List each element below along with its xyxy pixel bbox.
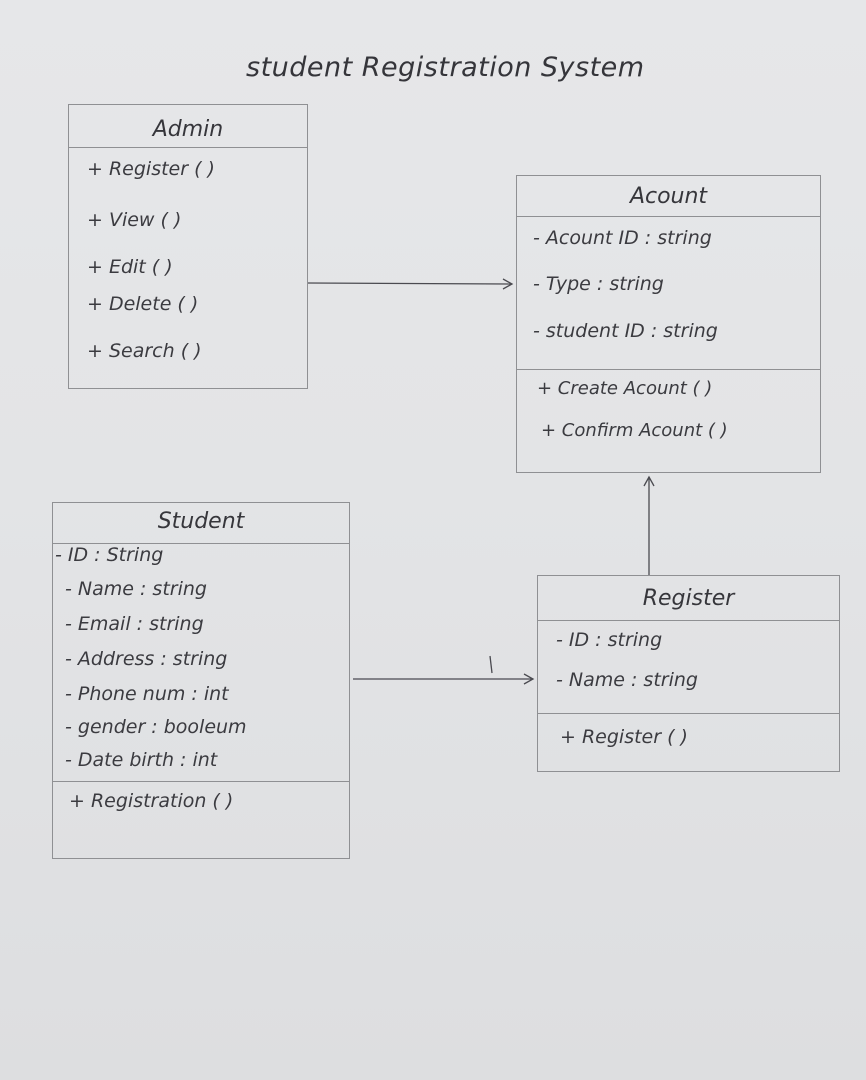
register-attribute: - Name : string [556,669,698,691]
register-attribute: - ID : string [556,629,663,651]
admin-to-account-line [307,282,513,285]
register-methods-section: + Register ( ) [538,713,839,771]
student-attributes-section: - ID : String - Name : string - Email : … [53,543,349,781]
admin-to-account-arrowhead [502,278,514,290]
register-attributes-section: - ID : string - Name : string [538,620,839,713]
admin-class-box: Admin + Register ( ) + View ( ) + Edit (… [68,104,308,389]
student-attribute: - ID : String [55,544,164,566]
student-to-register-arrowhead [523,673,535,685]
student-attribute: - Date birth : int [65,749,218,771]
student-to-register-tick [489,655,493,674]
student-attribute: - Email : string [65,613,204,635]
account-attributes-section: - Acount ID : string - Type : string - s… [517,216,820,369]
admin-methods-section: + Register ( ) + View ( ) + Edit ( ) + D… [69,147,307,388]
register-method: + Register ( ) [560,726,688,748]
account-attribute: - student ID : string [533,320,718,342]
admin-class-name: Admin [152,117,224,142]
account-class-box: Acount - Acount ID : string - Type : str… [516,175,821,473]
student-class-name: Student [157,509,245,534]
account-methods-section: + Create Acount ( ) + Confirm Acount ( ) [517,369,820,472]
register-class-name: Register [642,586,735,611]
admin-method: + Search ( ) [87,340,202,362]
register-class-box: Register - ID : string - Name : string +… [537,575,840,772]
account-attribute: - Acount ID : string [533,227,712,249]
admin-method: + Register ( ) [87,158,215,180]
student-attribute: - gender : booleum [65,716,247,738]
register-to-account-arrowhead [643,475,655,487]
account-class-name: Acount [629,184,708,209]
admin-method: + Delete ( ) [87,293,199,315]
account-method: + Create Acount ( ) [537,378,713,399]
student-attribute: - Phone num : int [65,683,229,705]
student-attribute: - Address : string [65,648,228,670]
student-attribute: - Name : string [65,578,207,600]
admin-method: + Edit ( ) [87,256,173,278]
student-class-box: Student - ID : String - Name : string - … [52,502,350,859]
student-methods-section: + Registration ( ) [53,781,349,858]
account-method: + Confirm Acount ( ) [541,420,728,441]
student-method: + Registration ( ) [69,790,234,812]
account-attribute: - Type : string [533,273,664,295]
diagram-title: student Registration System [246,52,645,83]
admin-method: + View ( ) [87,209,182,231]
